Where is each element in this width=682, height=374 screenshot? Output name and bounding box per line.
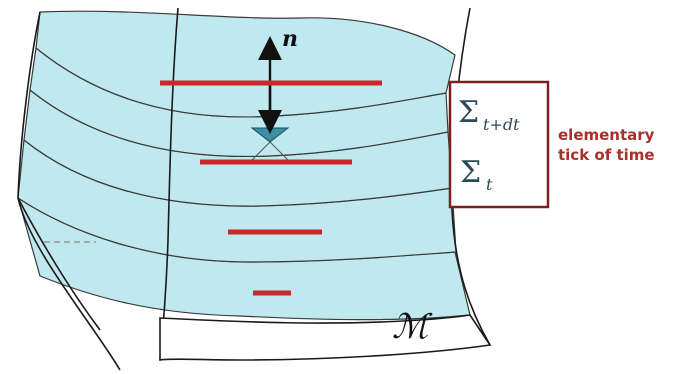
tick-label-line1: elementary xyxy=(558,126,655,144)
manifold-bottom-face xyxy=(159,314,492,361)
manifold-left-inner-edge xyxy=(17,197,101,331)
sigma-upper-symbol: Σ xyxy=(458,95,479,130)
normal-label: n xyxy=(282,26,298,52)
manifold-label: ℳ xyxy=(392,307,433,347)
light-cone-lines xyxy=(251,141,289,161)
sigma-box xyxy=(448,80,550,209)
sigma-upper-label: Σ t+dt xyxy=(458,95,520,134)
sigma-lower-subscript: t xyxy=(486,175,493,194)
sigma-upper-subscript: t+dt xyxy=(483,115,520,134)
sigma-lower-label: Σ t xyxy=(460,155,493,194)
hypersurface-sheet-1 xyxy=(35,10,456,118)
tick-label-line2: tick of time xyxy=(558,146,655,164)
sigma-lower-symbol: Σ xyxy=(460,155,481,190)
